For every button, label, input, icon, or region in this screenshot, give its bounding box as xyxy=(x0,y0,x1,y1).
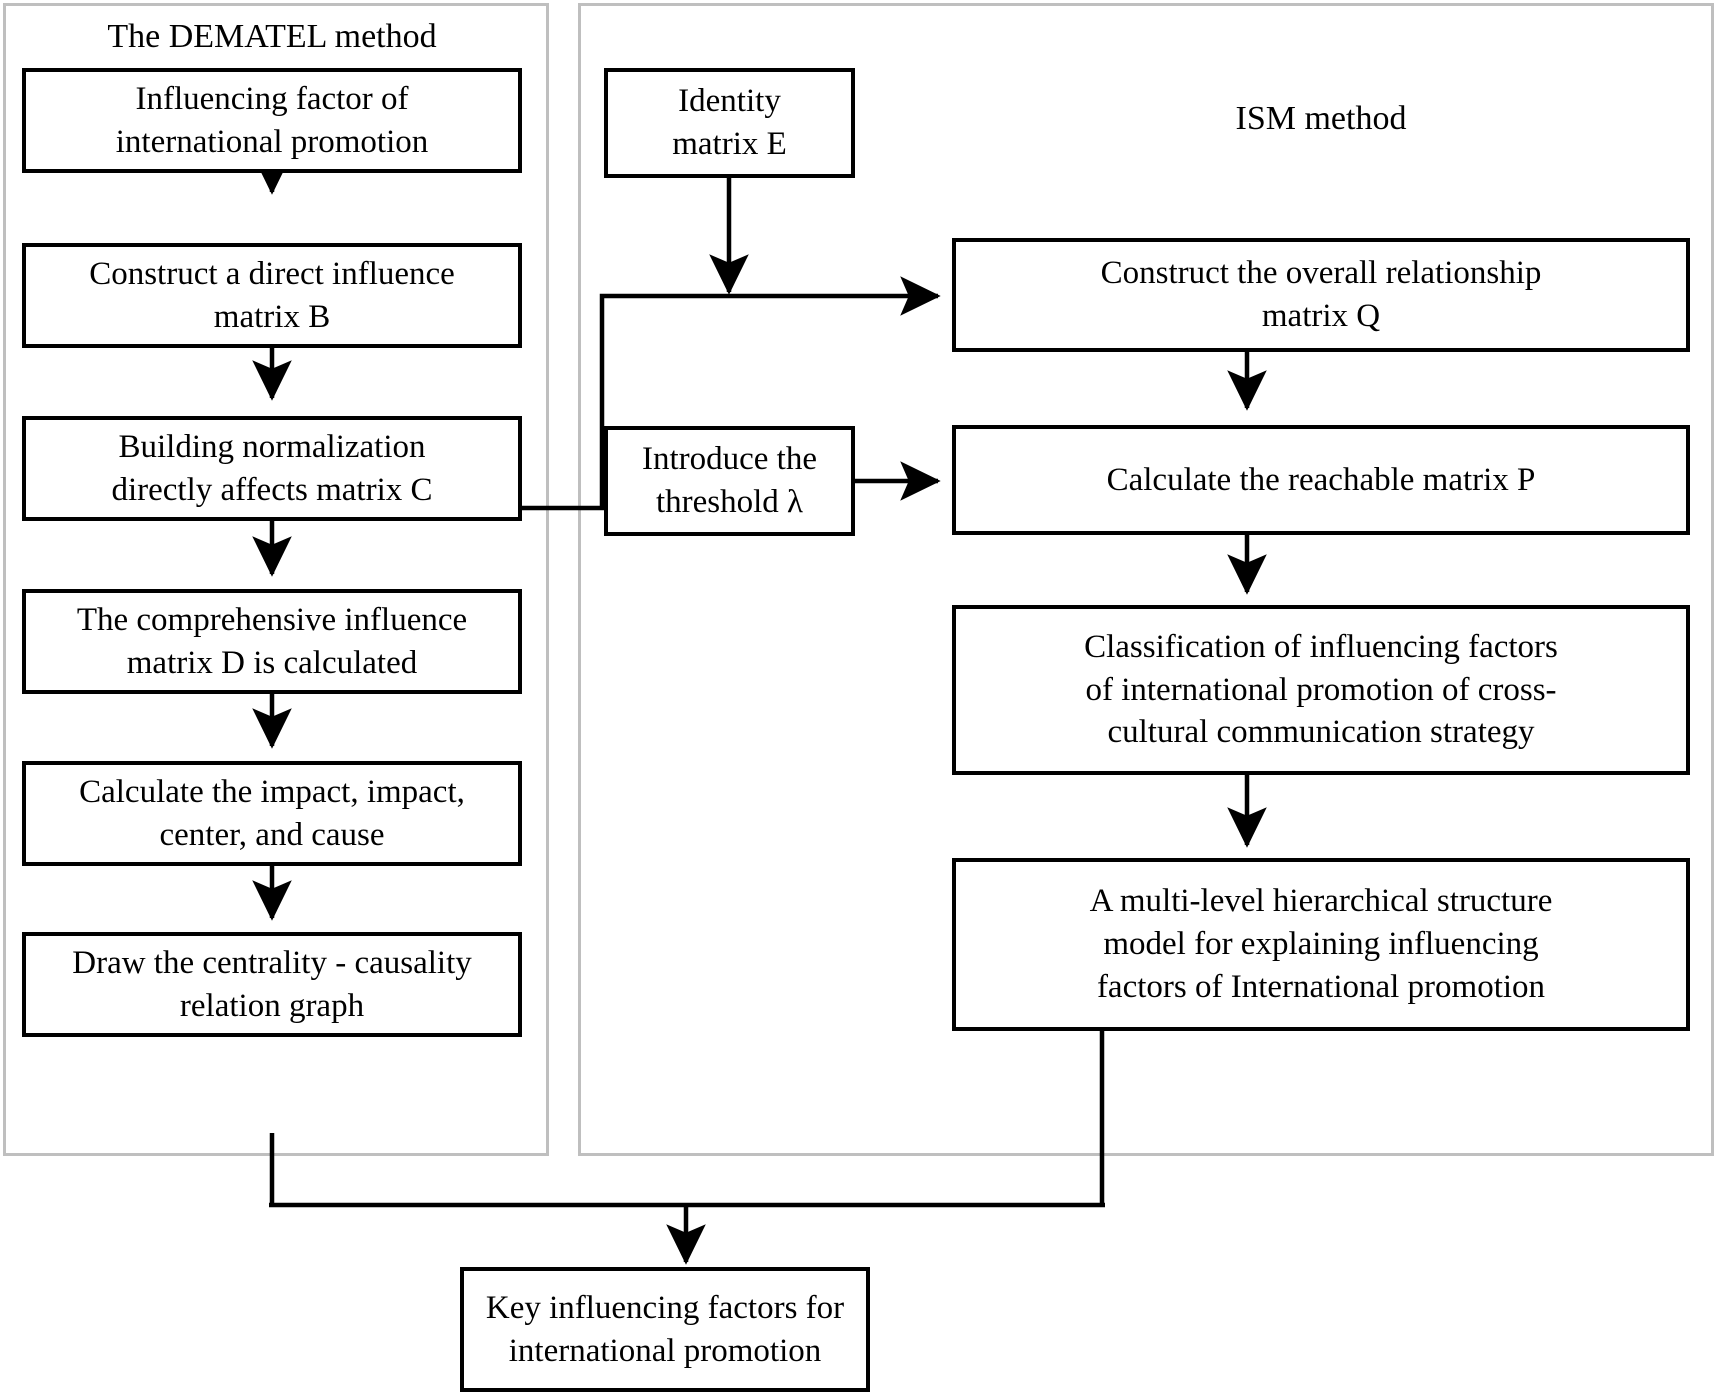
group-frame-ism xyxy=(578,3,1714,1156)
node-centrality-causality-graph[interactable]: Draw the centrality - causality relation… xyxy=(22,932,522,1037)
group-title-dematel: The DEMATEL method xyxy=(107,18,437,55)
node-reachable-matrix-p[interactable]: Calculate the reachable matrix P xyxy=(952,425,1690,535)
node-introduce-threshold-label: Introduce the threshold λ xyxy=(641,441,817,520)
node-impact-center-cause-label: Calculate the impact, impact, center, an… xyxy=(79,773,465,853)
group-title-ism: ISM method xyxy=(1235,100,1407,137)
node-classification-of-factors-label: Classification of influencing factors of… xyxy=(1084,628,1558,751)
node-comprehensive-matrix-d-label: The comprehensive influence matrix D is … xyxy=(76,601,468,681)
node-centrality-causality-graph-label: Draw the centrality - causality relation… xyxy=(72,944,472,1024)
node-key-influencing-factors-label: Key influencing factors for internationa… xyxy=(485,1289,845,1369)
node-identity-matrix-e-label: Identity matrix E xyxy=(672,83,787,162)
node-normalization-matrix-c[interactable]: Building normalization directly affects … xyxy=(22,416,522,521)
node-influencing-factor-label: Influencing factor of international prom… xyxy=(115,80,429,160)
node-direct-influence-matrix-b[interactable]: Construct a direct influence matrix B xyxy=(22,243,522,348)
node-comprehensive-matrix-d[interactable]: The comprehensive influence matrix D is … xyxy=(22,589,522,694)
node-overall-relationship-matrix-q[interactable]: Construct the overall relationship matri… xyxy=(952,238,1690,352)
node-overall-relationship-matrix-q-label: Construct the overall relationship matri… xyxy=(1100,255,1542,334)
node-impact-center-cause[interactable]: Calculate the impact, impact, center, an… xyxy=(22,761,522,866)
node-classification-of-factors[interactable]: Classification of influencing factors of… xyxy=(952,605,1690,775)
node-influencing-factor[interactable]: Influencing factor of international prom… xyxy=(22,68,522,173)
node-key-influencing-factors[interactable]: Key influencing factors for internationa… xyxy=(460,1267,870,1392)
node-identity-matrix-e[interactable]: Identity matrix E xyxy=(604,68,855,178)
group-frame-dematel xyxy=(3,3,549,1156)
node-normalization-matrix-c-label: Building normalization directly affects … xyxy=(111,428,433,508)
node-hierarchical-structure-model[interactable]: A multi-level hierarchical structure mod… xyxy=(952,858,1690,1031)
node-hierarchical-structure-model-label: A multi-level hierarchical structure mod… xyxy=(1089,883,1553,1005)
node-direct-influence-matrix-b-label: Construct a direct influence matrix B xyxy=(89,255,455,335)
node-introduce-threshold[interactable]: Introduce the threshold λ xyxy=(604,426,855,536)
node-reachable-matrix-p-label: Calculate the reachable matrix P xyxy=(1106,461,1536,498)
